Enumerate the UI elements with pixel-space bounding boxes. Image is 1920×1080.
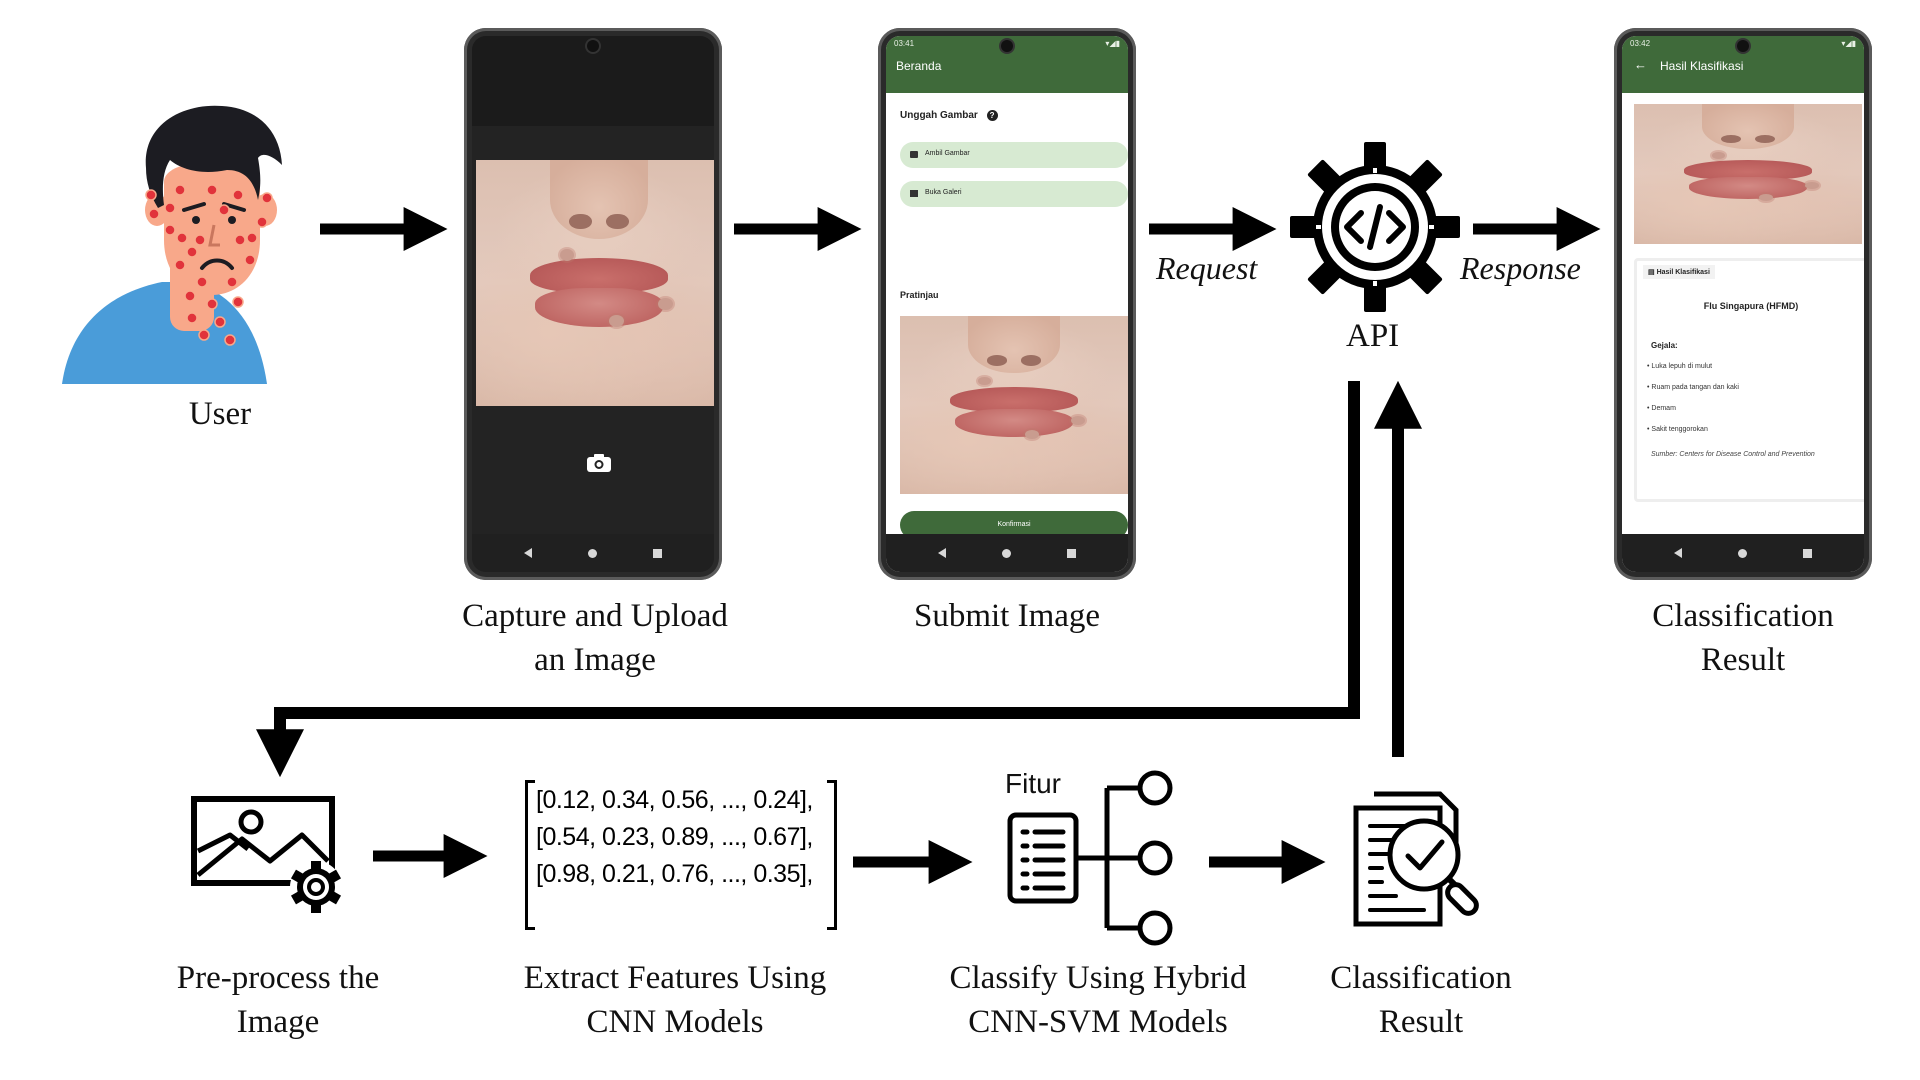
nav-home-icon[interactable] bbox=[588, 548, 597, 558]
caption-result: Classification Result bbox=[1652, 598, 1834, 678]
feature-row: [0.12, 0.34, 0.56, ..., 0.24], bbox=[536, 786, 813, 814]
android-nav-bar bbox=[886, 534, 1128, 572]
symptom-item: • Sakit tenggorokan bbox=[1647, 426, 1708, 433]
caption-preprocess: Pre-process the Image bbox=[176, 960, 380, 1040]
result-screen: 03:42 ▾◢▮ ← Hasil Klasifikasi ▤ Hasil Kl… bbox=[1622, 36, 1864, 572]
symptom-item: • Luka lepuh di mulut bbox=[1647, 363, 1713, 370]
caption-capture: Capture and Upload an Image bbox=[462, 598, 728, 678]
preview-photo bbox=[900, 316, 1128, 494]
status-time: 03:42 bbox=[1630, 39, 1651, 48]
camera-screen bbox=[472, 36, 714, 572]
result-photo bbox=[1634, 104, 1862, 244]
app-bar-title: Hasil Klasifikasi bbox=[1660, 59, 1744, 73]
shutter-camera-icon[interactable] bbox=[587, 454, 611, 472]
android-nav-bar bbox=[1622, 534, 1864, 572]
status-icons: ▾◢▮ bbox=[1841, 39, 1856, 48]
nav-back-icon[interactable] bbox=[1674, 548, 1682, 558]
request-label: Request bbox=[1156, 250, 1258, 286]
upload-heading: Unggah Gambar ? bbox=[900, 110, 998, 121]
caption-classify: Classify Using Hybrid CNN-SVM Models bbox=[949, 960, 1247, 1040]
feature-matrix: [0.12, 0.34, 0.56, ..., 0.24], [0.54, 0.… bbox=[525, 780, 837, 930]
fitur-label: Fitur bbox=[1005, 768, 1061, 799]
camera-viewfinder-photo bbox=[476, 160, 714, 406]
open-gallery-button[interactable]: Buka Galeri bbox=[900, 181, 1128, 207]
result-card-tab: ▤ Hasil Klasifikasi bbox=[1643, 265, 1715, 279]
document-check-icon bbox=[1353, 791, 1479, 927]
camera-notch bbox=[1001, 40, 1013, 52]
source-note: Sumber: Centers for Disease Control and … bbox=[1651, 451, 1815, 458]
app-bar: 03:41 ▾◢▮ Beranda bbox=[886, 36, 1128, 93]
arrow-api-to-preprocess bbox=[256, 381, 1360, 778]
app-bar-title: Beranda bbox=[896, 59, 942, 73]
symptoms-heading: Gejala: bbox=[1651, 341, 1678, 350]
user-icon bbox=[62, 105, 282, 384]
image-settings-icon bbox=[191, 796, 342, 913]
gallery-icon bbox=[910, 190, 918, 197]
nav-recent-icon[interactable] bbox=[1067, 548, 1076, 558]
disease-name: Flu Singapura (HFMD) bbox=[1703, 301, 1799, 311]
status-time: 03:41 bbox=[894, 39, 915, 48]
camera-icon bbox=[910, 151, 918, 158]
submit-screen: 03:41 ▾◢▮ Beranda Unggah Gambar ? Ambil … bbox=[886, 36, 1128, 572]
phone-camera bbox=[464, 28, 722, 580]
classifier-tree-icon bbox=[1007, 770, 1173, 946]
caption-submit: Submit Image bbox=[913, 598, 1101, 634]
caption-user: User bbox=[188, 396, 252, 432]
nav-recent-icon[interactable] bbox=[653, 548, 662, 558]
list-icon: ▤ bbox=[1648, 269, 1655, 276]
back-arrow-icon[interactable]: ← bbox=[1634, 57, 1647, 72]
response-label: Response bbox=[1460, 250, 1581, 286]
nav-back-icon[interactable] bbox=[524, 548, 532, 558]
nav-recent-icon[interactable] bbox=[1803, 548, 1812, 558]
status-icons: ▾◢▮ bbox=[1105, 39, 1120, 48]
symptom-item: • Demam bbox=[1647, 405, 1676, 412]
api-label: API bbox=[1346, 318, 1400, 354]
help-icon[interactable]: ? bbox=[986, 110, 998, 121]
feature-row: [0.54, 0.23, 0.89, ..., 0.67], bbox=[536, 823, 813, 851]
caption-extract: Extract Features Using CNN Models bbox=[523, 960, 827, 1040]
api-gear-icon bbox=[1290, 142, 1460, 312]
camera-notch bbox=[1737, 40, 1749, 52]
feature-row: [0.98, 0.21, 0.76, ..., 0.35], bbox=[536, 860, 813, 888]
phone-submit: 03:41 ▾◢▮ Beranda Unggah Gambar ? Ambil … bbox=[878, 28, 1136, 580]
nav-back-icon[interactable] bbox=[938, 548, 946, 558]
android-nav-bar bbox=[472, 534, 714, 572]
symptom-item: • Ruam pada tangan dan kaki bbox=[1647, 384, 1739, 391]
nav-home-icon[interactable] bbox=[1002, 548, 1011, 558]
result-card: ▤ Hasil Klasifikasi Flu Singapura (HFMD)… bbox=[1634, 258, 1864, 502]
phone-result: 03:42 ▾◢▮ ← Hasil Klasifikasi ▤ Hasil Kl… bbox=[1614, 28, 1872, 580]
preview-heading: Pratinjau bbox=[900, 290, 939, 300]
camera-notch bbox=[587, 40, 599, 52]
caption-classification-result: Classification Result bbox=[1330, 960, 1512, 1040]
take-photo-button[interactable]: Ambil Gambar bbox=[900, 142, 1128, 168]
nav-home-icon[interactable] bbox=[1738, 548, 1747, 558]
